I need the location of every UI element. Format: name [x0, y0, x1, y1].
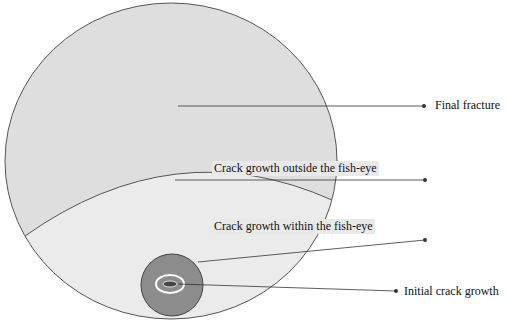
inclusion [163, 281, 177, 287]
callout-label: Initial crack growth [402, 284, 501, 299]
callout-label: Final fracture [433, 98, 502, 113]
leader-dot [423, 238, 427, 242]
leader-dot [394, 289, 398, 293]
outside-fish-eye-region [0, 172, 345, 321]
leader-line [198, 240, 425, 262]
fish-eye [141, 254, 203, 316]
leader-line [178, 284, 396, 291]
leader-dot [423, 178, 427, 182]
leader-line [178, 106, 424, 107]
callout-label: Crack growth outside the fish-eye [212, 161, 379, 176]
callout-label: Crack growth within the fish-eye [212, 219, 375, 234]
leader-dot [422, 104, 426, 108]
leader-line [175, 180, 425, 181]
